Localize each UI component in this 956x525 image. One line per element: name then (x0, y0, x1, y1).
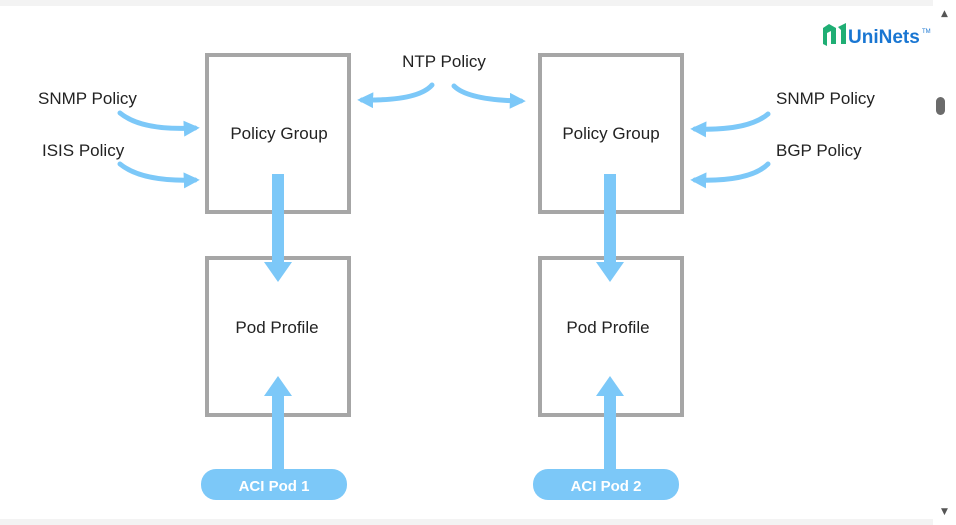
ntp-policy-label: NTP Policy (402, 52, 486, 71)
aci-pod-1-pill (201, 469, 347, 500)
scroll-down-arrow-icon[interactable]: ▼ (941, 507, 948, 517)
right-policy-group-label: Policy Group (562, 124, 659, 143)
uninets-logo-text: UniNets (848, 27, 920, 48)
right-group-to-profile-arrow (596, 174, 624, 282)
uninets-logo-icon (823, 23, 846, 46)
uninets-logo: UniNets TM (823, 23, 931, 48)
left-snmp-arrow (117, 110, 200, 137)
aci-pod-2-pill (533, 469, 679, 500)
vertical-scrollbar[interactable]: ▲ ▼ (933, 0, 956, 525)
ntp-right-arrow (451, 83, 526, 109)
scroll-thumb[interactable] (936, 97, 945, 115)
right-snmp-policy-label: SNMP Policy (776, 89, 875, 108)
left-pod-to-profile-arrow (264, 376, 292, 469)
right-bgp-arrow (690, 161, 771, 189)
left-snmp-policy-label: SNMP Policy (38, 89, 137, 108)
ntp-left-arrow (357, 82, 435, 109)
left-isis-arrow (117, 161, 200, 189)
right-snmp-arrow (690, 111, 771, 138)
aci-pod-1-label: ACI Pod 1 (239, 478, 310, 495)
left-pod-profile-label: Pod Profile (235, 318, 318, 337)
scroll-up-arrow-icon[interactable]: ▲ (941, 9, 948, 19)
aci-pod-2-label: ACI Pod 2 (571, 478, 642, 495)
right-bgp-policy-label: BGP Policy (776, 141, 862, 160)
right-pod-to-profile-arrow (596, 376, 624, 469)
aci-policy-diagram: Policy Group Pod Profile Policy Group Po… (38, 23, 931, 500)
uninets-logo-tm: TM (922, 29, 931, 35)
left-group-to-profile-arrow (264, 174, 292, 282)
left-policy-group-label: Policy Group (230, 124, 327, 143)
diagram-frame: Policy Group Pod Profile Policy Group Po… (0, 6, 933, 519)
left-isis-policy-label: ISIS Policy (42, 141, 125, 160)
right-pod-profile-label: Pod Profile (566, 318, 649, 337)
